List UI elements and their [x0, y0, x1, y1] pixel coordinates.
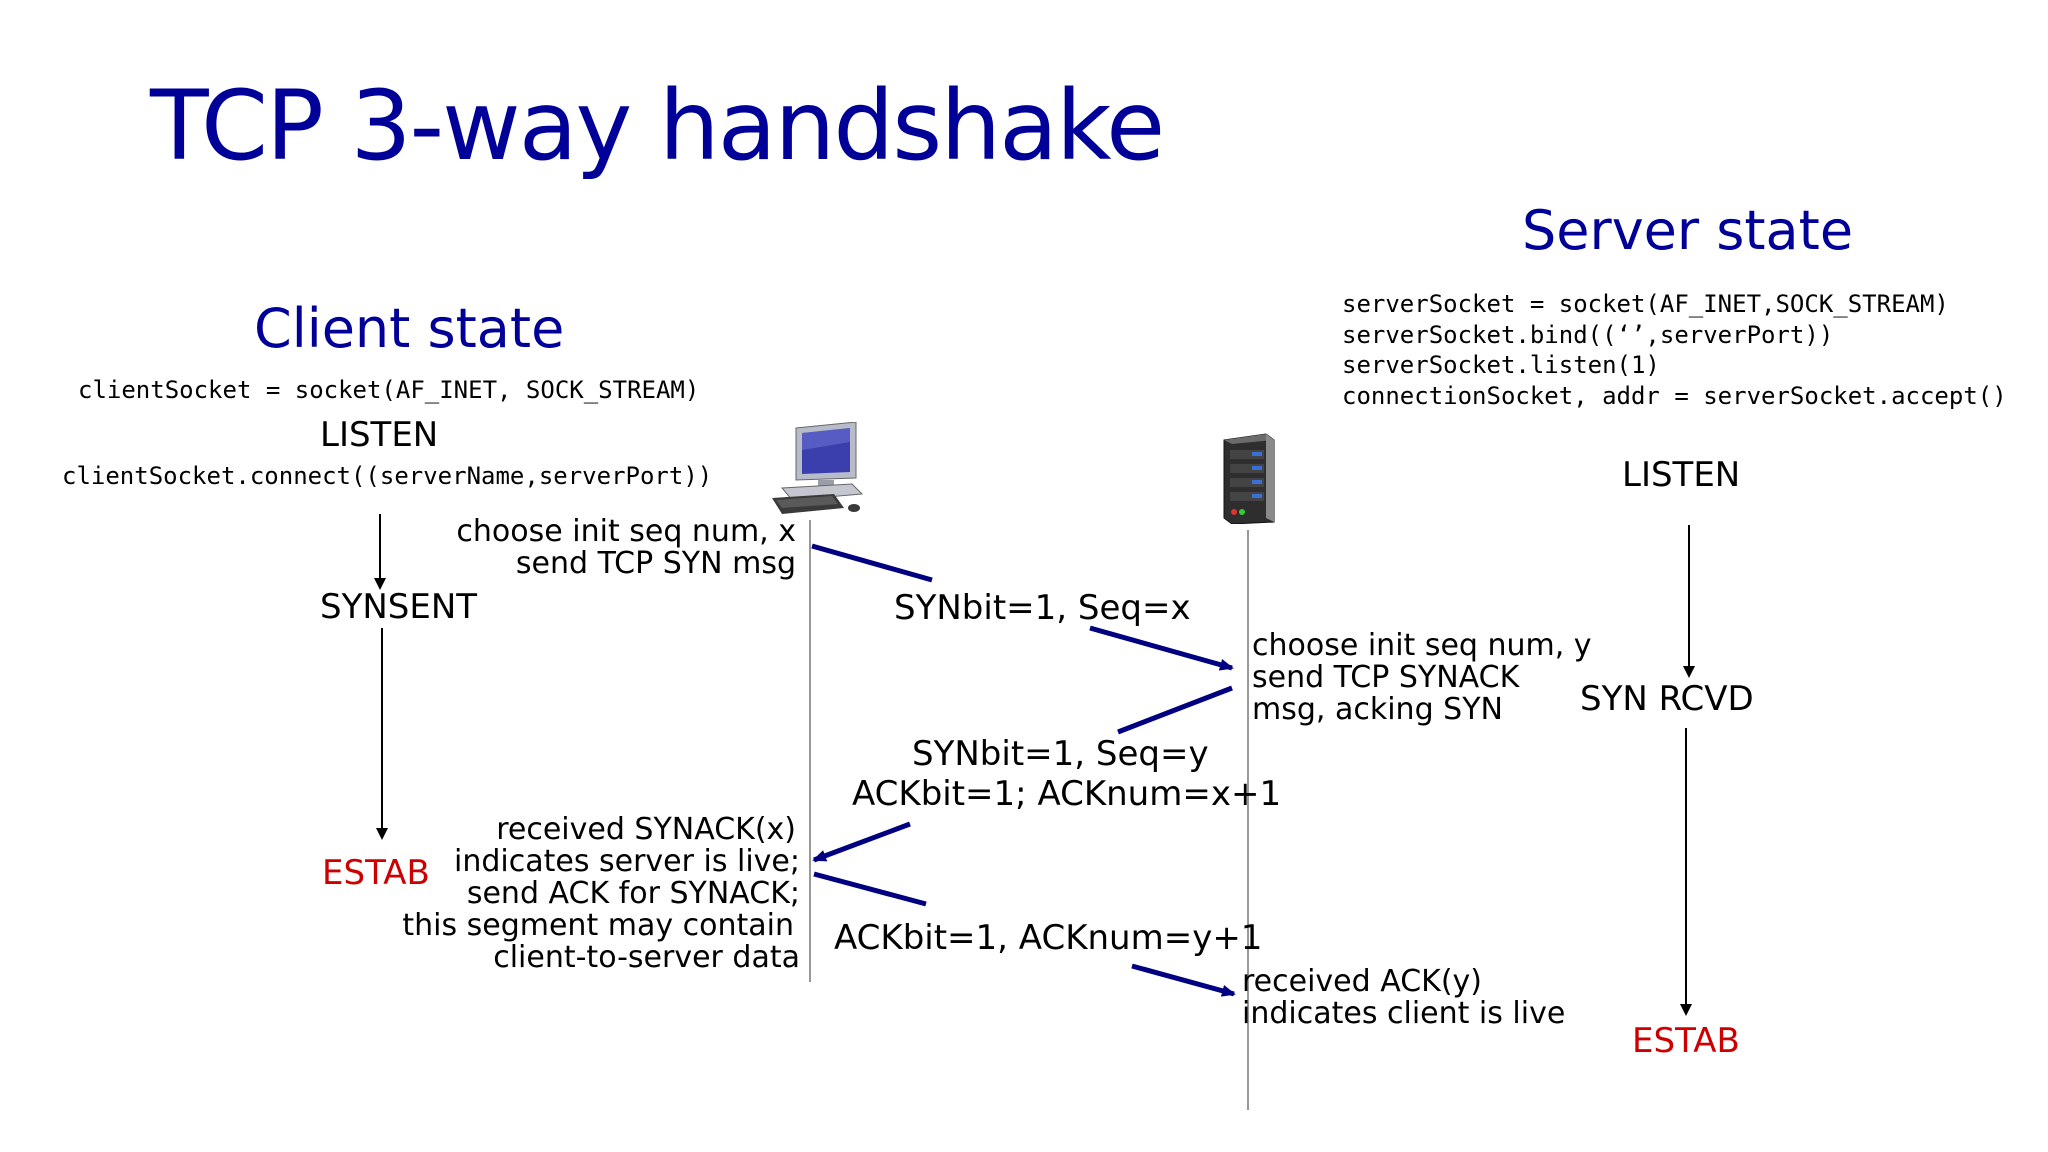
client-state-heading: Client state	[254, 297, 565, 360]
server-ack-note-line-2: indicates client is live	[1242, 996, 1566, 1031]
client-connect-code: clientSocket.connect((serverName,serverP…	[62, 462, 713, 490]
server-code-line-1: serverSocket = socket(AF_INET,SOCK_STREA…	[1342, 290, 1949, 318]
client-ack-note-line-2: indicates server is live;	[454, 844, 800, 879]
client-state-synsent: SYNSENT	[320, 587, 478, 627]
server-state-heading: Server state	[1522, 199, 1854, 262]
server-state-estab: ESTAB	[1632, 1021, 1740, 1061]
ack-message-label: ACKbit=1, ACKnum=y+1	[834, 918, 1263, 958]
synack-arrow-segment-1	[1117, 685, 1233, 735]
server-synack-note: choose init seq num, y send TCP SYNACK m…	[1252, 630, 1592, 726]
client-socket-code: clientSocket = socket(AF_INET, SOCK_STRE…	[78, 376, 700, 404]
syn-arrow-segment-2	[1089, 625, 1234, 671]
server-code-line-3: serverSocket.listen(1)	[1342, 351, 1660, 379]
synack-message-label-1: SYNbit=1, Seq=y	[912, 734, 1209, 774]
client-state-arrowhead-1	[374, 578, 386, 590]
client-state-listen: LISTEN	[320, 415, 439, 455]
client-ack-note-line-5: client-to-server data	[493, 940, 800, 975]
synack-arrow-segment-2	[812, 821, 911, 863]
client-state-estab: ESTAB	[322, 853, 430, 893]
synack-message-label-2: ACKbit=1; ACKnum=x+1	[852, 774, 1282, 814]
server-state-arrowhead-2	[1680, 1004, 1692, 1016]
page-title: TCP 3-way handshake	[150, 70, 1165, 182]
server-code-line-2: serverSocket.bind((‘’,serverPort))	[1342, 321, 1834, 349]
ack-arrow-segment-1	[813, 871, 927, 907]
client-ack-note-line-1: received SYNACK(x)	[496, 812, 796, 847]
client-ack-note: received SYNACK(x) indicates server is l…	[402, 814, 800, 974]
client-ack-note-line-4: this segment may contain	[402, 908, 794, 943]
server-synack-note-line-2: send TCP SYNACK	[1252, 660, 1520, 695]
server-tower-icon	[1223, 433, 1275, 524]
client-syn-note: choose init seq num, x send TCP SYN msg	[456, 516, 796, 580]
syn-message-label: SYNbit=1, Seq=x	[894, 588, 1191, 628]
server-state-listen: LISTEN	[1622, 455, 1741, 495]
desktop-computer-icon	[772, 422, 864, 514]
server-ack-note-line-1: received ACK(y)	[1242, 964, 1482, 999]
client-syn-note-line-1: choose init seq num, x	[456, 514, 796, 549]
server-ack-note: received ACK(y) indicates client is live	[1242, 966, 1565, 1030]
server-state-arrowhead-1	[1683, 666, 1695, 678]
server-code-line-4: connectionSocket, addr = serverSocket.ac…	[1342, 382, 2007, 410]
ack-arrow-segment-2	[1131, 963, 1236, 997]
client-syn-note-line-2: send TCP SYN msg	[515, 546, 796, 581]
server-state-synrcvd: SYN RCVD	[1580, 679, 1754, 719]
client-state-arrowhead-2	[376, 828, 388, 840]
syn-arrow-segment-1	[811, 543, 933, 583]
server-synack-note-line-3: msg, acking SYN	[1252, 692, 1503, 727]
server-synack-note-line-1: choose init seq num, y	[1252, 628, 1592, 663]
client-ack-note-line-3: send ACK for SYNACK;	[466, 876, 800, 911]
